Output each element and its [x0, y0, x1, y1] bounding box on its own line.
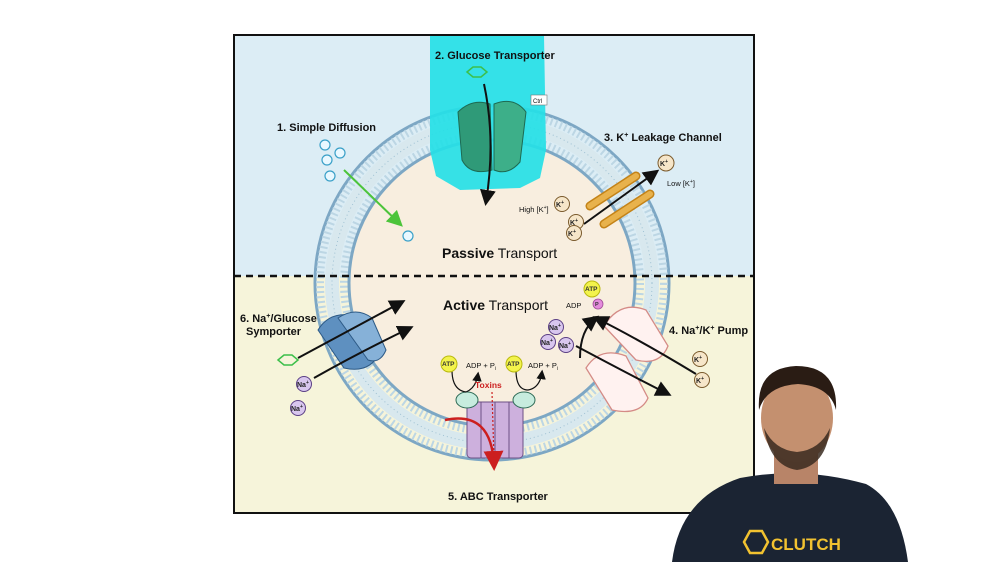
- adp-pi-label-right: ADP + Pi: [528, 361, 558, 372]
- adp-label: ADP: [566, 301, 581, 310]
- label-symporter-line1: 6. Na+/Glucose: [240, 313, 317, 325]
- k-leakage-channel: [585, 171, 655, 229]
- abc-transporter-protein: [455, 391, 536, 459]
- svg-text:K+: K+: [694, 355, 702, 364]
- atp-arrow-right: [515, 369, 546, 391]
- svg-text:K+: K+: [696, 376, 704, 385]
- glucose-symport-arrow: [297, 300, 406, 359]
- svg-text:Na+: Na+: [291, 404, 303, 413]
- symporter-protein: [317, 311, 387, 370]
- svg-text:K+: K+: [556, 200, 564, 209]
- svg-text:Na+: Na+: [549, 323, 561, 332]
- na-ions-symporter: Na+ Na+: [290, 376, 312, 416]
- glucose-transporter-protein: [457, 100, 527, 173]
- toxin-efflux-arrow: [444, 417, 504, 471]
- presenter-webcam: CLUTCH: [672, 366, 908, 562]
- k-ions-pump: K+ K+: [692, 351, 710, 388]
- hexagon-icon: [742, 529, 770, 555]
- presenter-head: [761, 374, 833, 462]
- diagram-border: [233, 34, 755, 514]
- presenter-beard: [764, 428, 830, 470]
- label-k-leakage-channel: 3. K+ Leakage Channel: [604, 132, 722, 144]
- high-k-label: High [K+]: [519, 205, 549, 214]
- na-pump-path-arrow: [575, 345, 672, 396]
- low-k-label: Low [K+]: [667, 179, 695, 188]
- atp-badge-abc-right: ATP: [505, 355, 523, 373]
- label-na-k-pump: 4. Na+/K+ Pump: [669, 325, 748, 337]
- clutch-logo: CLUTCH: [742, 529, 841, 555]
- svg-text:ATP: ATP: [585, 286, 598, 293]
- label-symporter-line2: Symporter: [246, 326, 302, 338]
- na-symport-arrow: [313, 325, 414, 379]
- k-ion-outside: K+: [657, 154, 675, 172]
- k-leak-arrow: [583, 169, 660, 225]
- svg-text:Na+: Na+: [541, 338, 553, 347]
- label-abc-transporter: 5. ABC Transporter: [448, 491, 549, 503]
- k-influx-arrow: [592, 316, 697, 375]
- svg-text:Na+: Na+: [297, 380, 309, 389]
- label-glucose-transporter: 2. Glucose Transporter: [435, 50, 556, 62]
- atp-badge-pump: ATP: [583, 280, 601, 298]
- toxins-label: Toxins: [475, 380, 502, 390]
- diffusion-arrow: [343, 169, 403, 227]
- atp-arrow-left: [451, 369, 467, 393]
- shirt-logo-text: CLUTCH: [771, 535, 841, 554]
- toxin-dashed-path: [491, 391, 495, 461]
- svg-text:K+: K+: [570, 218, 578, 227]
- svg-text:K+: K+: [660, 159, 668, 168]
- diagram-frame: Ctrl K+ K+ K+: [234, 35, 754, 513]
- adp-arrow-left: [465, 371, 482, 393]
- svg-text:ATP: ATP: [442, 361, 455, 368]
- active-transport-title: Active Transport: [443, 297, 548, 313]
- phosphate-badge: P: [592, 298, 604, 310]
- svg-text:P: P: [595, 302, 599, 308]
- presenter-body: [672, 473, 908, 562]
- k-ion-inside-3: K+: [566, 225, 582, 241]
- glucose-flow-arrow: [480, 83, 496, 206]
- label-simple-diffusion: 1. Simple Diffusion: [277, 122, 376, 134]
- na-ions-pump: Na+ Na+ Na+: [540, 319, 574, 353]
- diffusing-molecules: [319, 139, 414, 242]
- ctrl-tooltip: [530, 94, 548, 106]
- ctrl-tooltip-text: Ctrl: [533, 99, 542, 105]
- presenter-hair: [758, 366, 837, 410]
- passive-transport-title: Passive Transport: [442, 245, 557, 261]
- svg-text:K+: K+: [568, 229, 576, 238]
- atp-badge-abc-left: ATP: [440, 355, 458, 373]
- svg-text:ATP: ATP: [507, 361, 520, 368]
- glucose-molecule: [465, 66, 489, 78]
- svg-text:Na+: Na+: [559, 341, 571, 350]
- k-ion-inside-1: K+: [554, 196, 570, 212]
- glucose-molecule-symporter: [276, 354, 300, 366]
- adp-pi-label-left: ADP + Pi: [466, 361, 496, 372]
